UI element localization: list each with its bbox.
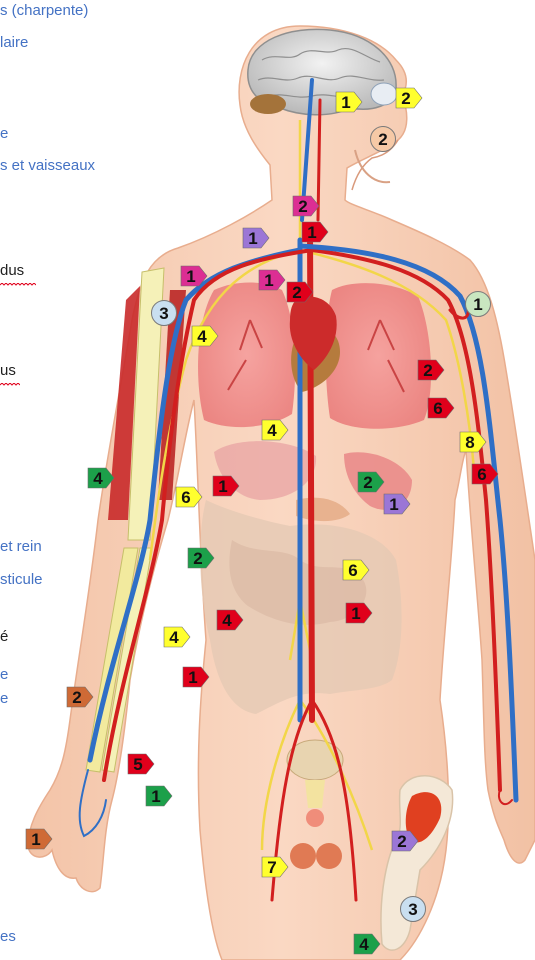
marker-pale_blue-3: 3 [401,897,426,922]
marker-number: 4 [169,628,179,647]
marker-number: 2 [423,361,432,380]
marker-number: 3 [159,304,168,323]
marker-number: 6 [477,465,486,484]
marker-number: 8 [465,433,474,452]
marker-number: 1 [151,787,160,806]
marker-number: 4 [267,421,277,440]
marker-yellow-4: 4 [164,627,190,647]
marker-number: 4 [359,935,369,954]
marker-number: 3 [408,900,417,919]
marker-number: 2 [193,549,202,568]
marker-number: 6 [433,399,442,418]
marker-number: 1 [351,604,360,623]
marker-number: 2 [72,688,81,707]
marker-yellow-2: 2 [396,88,422,108]
marker-number: 1 [31,830,40,849]
marker-number: 2 [401,89,410,108]
marker-number: 6 [348,561,357,580]
marker-pale_blue-3: 3 [152,301,177,326]
marker-number: 2 [298,197,307,216]
marker-pale_green-1: 1 [466,292,491,317]
marker-number: 1 [341,93,350,112]
marker-number: 1 [473,295,482,314]
marker-number: 1 [307,223,316,242]
marker-number: 1 [188,668,197,687]
marker-number: 5 [133,755,142,774]
marker-number: 4 [93,469,103,488]
marker-number: 1 [248,229,257,248]
marker-number: 4 [222,611,232,630]
marker-number: 1 [218,477,227,496]
marker-number: 1 [264,271,273,290]
marker-number: 7 [267,858,276,877]
marker-number: 1 [186,267,195,286]
marker-number: 1 [389,495,398,514]
marker-number: 4 [197,327,207,346]
marker-number: 2 [397,832,406,851]
marker-number: 2 [363,473,372,492]
marker-number: 2 [378,130,387,149]
marker-pale_orange-2: 2 [371,127,396,152]
marker-green-1: 1 [146,786,172,806]
marker-number: 2 [292,283,301,302]
marker-number: 6 [181,488,190,507]
marker-red-5: 5 [128,754,154,774]
